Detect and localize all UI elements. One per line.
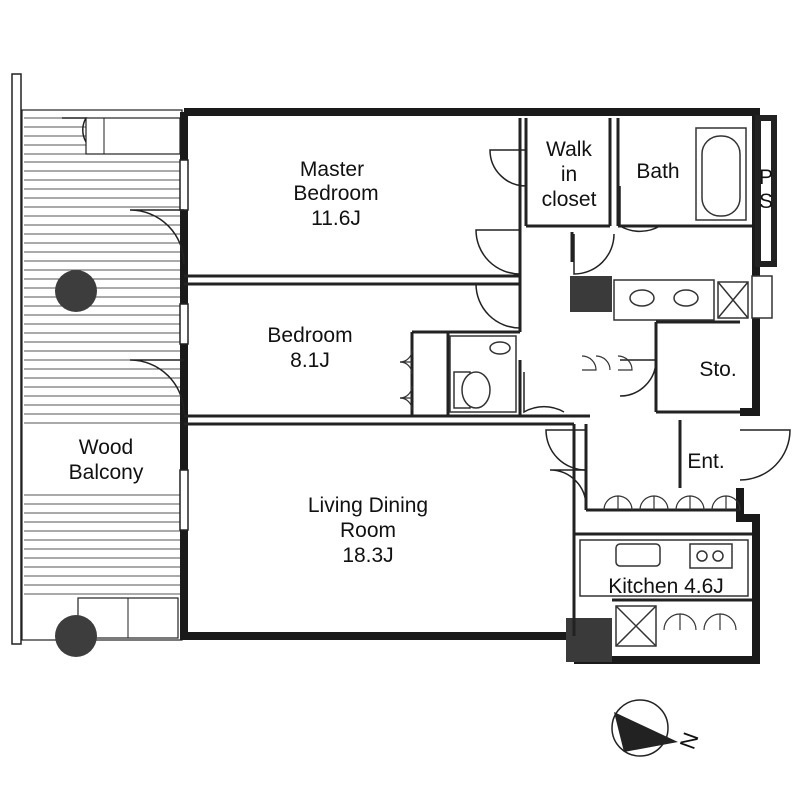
north-arrow-icon — [614, 712, 678, 752]
bath-label: Bath — [636, 160, 679, 183]
living-room-label: Room — [340, 519, 396, 542]
entrance-label: Ent. — [687, 450, 724, 473]
master-bedroom-label: Master — [300, 158, 364, 181]
door-toilet — [523, 372, 565, 414]
door-hall — [573, 233, 615, 275]
door-living — [545, 429, 587, 471]
interior-walls — [184, 118, 752, 636]
walk-in-closet-label: Walk — [546, 138, 592, 161]
north-label: N — [675, 729, 704, 752]
structural-column — [570, 276, 612, 312]
compass: N — [611, 699, 704, 757]
door-entrance — [739, 429, 791, 481]
door-walk-in — [489, 149, 527, 187]
kitchen-counter — [579, 539, 749, 647]
master-bedroom-area: 11.6J — [311, 207, 361, 230]
door-storage — [619, 359, 657, 397]
walk-in-closet-label: closet — [542, 188, 597, 211]
balcony-column — [55, 615, 97, 657]
bedroom-label: Bedroom — [267, 324, 352, 347]
door-living-2 — [549, 469, 587, 507]
door-balcony-master — [129, 209, 185, 265]
pipe-shaft-label: P — [759, 166, 773, 189]
door-bath — [619, 186, 661, 233]
storage-label: Sto. — [699, 358, 736, 381]
door-bedroom — [475, 283, 521, 329]
door-balcony-bedroom — [129, 359, 185, 415]
pipe-shaft — [755, 115, 777, 267]
walk-in-closet-label: in — [561, 163, 577, 186]
pipe-shaft-label: S — [759, 190, 773, 213]
door-balcony-storage — [62, 117, 88, 143]
bedroom-area: 8.1J — [290, 349, 330, 372]
living-room-label: Living Dining — [308, 494, 428, 517]
kitchen-label: Kitchen 4.6J — [608, 575, 724, 598]
balcony-column — [55, 270, 97, 312]
closet-doors — [399, 349, 741, 631]
living-room-area: 18.3J — [342, 544, 393, 567]
door-master-bedroom — [475, 229, 521, 275]
doors — [62, 117, 791, 507]
bathtub — [695, 127, 747, 221]
balcony-label: Wood — [79, 436, 133, 459]
wood-balcony — [11, 73, 183, 657]
toilet — [449, 335, 517, 413]
balcony-label: Balcony — [69, 461, 144, 484]
master-bedroom-label: Bedroom — [293, 182, 378, 205]
vanity-sinks — [613, 275, 773, 321]
